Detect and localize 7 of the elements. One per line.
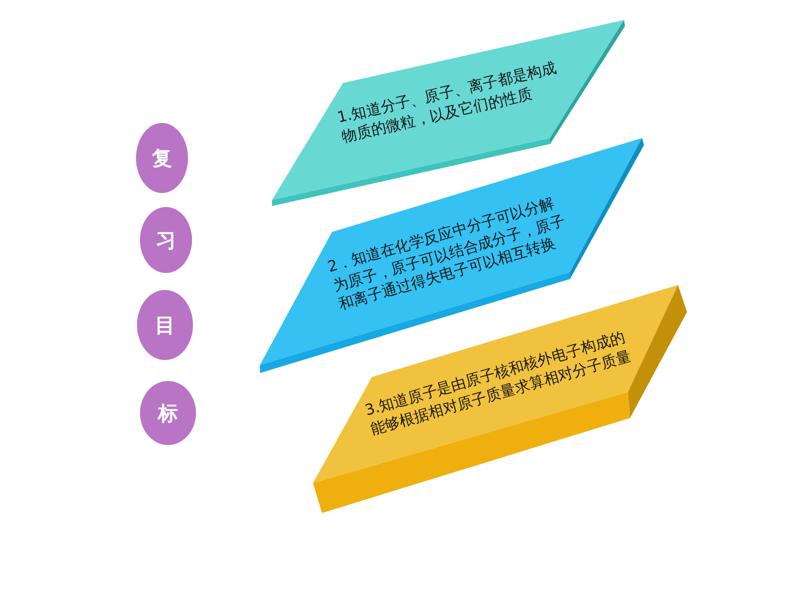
objective-text: 2．知道在化学反应中分子可以分解为原子，原子可以结合成分子，原子和离子通过得失电子可以相互转换 <box>326 192 568 315</box>
objective-text: 3.知道原子是由原子核和核外电子构成的能够根据相对原子质量求算相对分子质量 <box>362 326 634 440</box>
heading-character: 复 <box>152 148 172 168</box>
heading-character: 习 <box>156 230 176 250</box>
heading-character: 目 <box>155 315 175 335</box>
heading-character: 标 <box>158 403 178 423</box>
objective-text: 1.知道分子、原子、离子都是构成物质的微粒，以及它们的性质 <box>336 57 560 147</box>
